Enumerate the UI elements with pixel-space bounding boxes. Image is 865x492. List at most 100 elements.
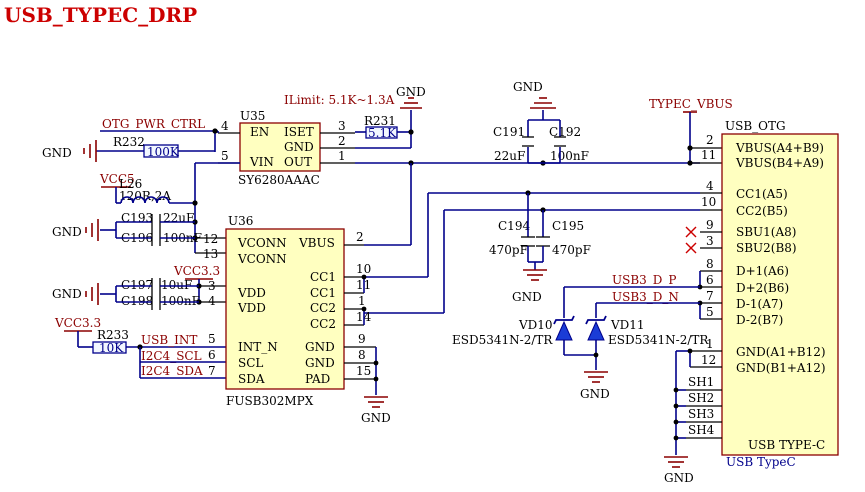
gnd-symbol-r232: [83, 140, 97, 162]
gnd-label-c193: GND: [52, 225, 82, 239]
c191-value: 22uF: [494, 149, 525, 163]
usb-pin-vbus1: VBUS(A4+B9): [735, 141, 824, 155]
usb-num-12: 12: [701, 353, 716, 367]
u36-num-12: 12: [203, 232, 218, 246]
gnd-symbol-usb: [664, 456, 688, 468]
usb-pin-dn1: D-1(A7): [736, 297, 783, 311]
u35-num-en: 4: [221, 119, 229, 133]
net-usb3-d-n: USB3_D_N: [612, 290, 679, 304]
u36-num-10: 10: [356, 262, 371, 276]
usb-num-7: 7: [706, 289, 714, 303]
u36-num-2: 2: [356, 230, 364, 244]
u36-part: FUSB302MPX: [226, 394, 314, 408]
c197-value: 10uF: [161, 278, 192, 292]
c194-ref: C194: [498, 219, 530, 233]
c198-ref: C198: [121, 294, 153, 308]
u36-pin-vdd-1: VDD: [237, 286, 266, 300]
u35-body: [239, 122, 321, 172]
usb-pin-sbu2: SBU2(B8): [736, 241, 797, 255]
usb-num-1: 1: [706, 337, 714, 351]
usb-ref: USB_OTG: [725, 119, 786, 133]
u36-num-1: 1: [358, 294, 366, 308]
c193-ref: C193: [121, 211, 153, 225]
usb-pin-dp1: D+1(A6): [736, 264, 789, 278]
usb-num-11: 11: [701, 148, 716, 162]
net-vcc5: VCC5: [99, 172, 135, 186]
net-i2c4-sda: I2C4_SDA: [141, 364, 203, 378]
u36-num-4: 4: [208, 294, 216, 308]
gnd-label-c194: GND: [512, 290, 542, 304]
u35-num-gnd: 2: [338, 134, 346, 148]
net-i2c4-scl: I2C4_SCL: [141, 349, 202, 363]
u36-num-6: 6: [208, 348, 216, 362]
c192-ref: C192: [549, 125, 581, 139]
u36-num-8: 8: [358, 348, 366, 362]
u36-num-13: 13: [203, 247, 218, 261]
gnd-label-c191: GND: [513, 80, 543, 94]
sbu-no-connect: [685, 226, 697, 254]
usb-num-3: 3: [706, 234, 714, 248]
usb-pin-gnd2: GND(B1+A12): [736, 361, 826, 375]
r231-ref: R231: [364, 114, 396, 128]
l26-ref: L26: [119, 177, 142, 191]
usb-pin-sbu1: SBU1(A8): [736, 225, 796, 239]
gnd-label-usb: GND: [664, 471, 694, 485]
u36-typec-controller: U36 FUSB302MPX VCONN VCONN VDD VDD INT_N…: [208, 214, 376, 408]
usb-shield-3: SH3: [688, 407, 714, 421]
c195-ref: C195: [552, 219, 584, 233]
usb-num-8: 8: [706, 257, 714, 271]
usb-pin-cc1: CC1(A5): [736, 187, 788, 201]
net-typec-vbus: TYPEC_VBUS: [649, 97, 733, 111]
vd11-part: ESD5341N-2/TR: [608, 333, 709, 347]
vd10-part: ESD5341N-2/TR: [452, 333, 553, 347]
usb-pin-vbus2: VBUS(B4+A9): [735, 156, 824, 170]
u35-pin-out: OUT: [284, 155, 312, 169]
u35-pin-vin: VIN: [249, 155, 274, 169]
u36-pin-scl: SCL: [238, 356, 263, 370]
u35-ref: U35: [240, 109, 265, 123]
net-otg-pwr-ctrl: OTG_PWR_CTRL: [102, 117, 205, 131]
u36-pin-int-n: INT_N: [238, 340, 278, 354]
gnd-symbol-esd: [584, 371, 608, 383]
u36-pin-gnd-a: GND: [305, 340, 335, 354]
u35-num-out: 1: [338, 149, 346, 163]
r232-ref: R232: [113, 135, 145, 149]
u36-pin-pad: PAD: [305, 372, 330, 386]
vd10-esd-diode: [553, 315, 575, 341]
net-vcc33-vdd: VCC3.3: [173, 264, 220, 278]
u36-pin-cc2-b: CC2: [310, 317, 336, 331]
c191-c192-caps: [522, 110, 566, 164]
usb-num-10: 10: [701, 195, 716, 209]
vd10-ref: VD10: [518, 318, 553, 332]
r233-value: 10K: [99, 341, 124, 355]
gnd-label-r232: GND: [42, 146, 72, 160]
u35-pin-iset: ISET: [284, 125, 314, 139]
usb-num-9: 9: [706, 218, 714, 232]
c194-value: 470pF: [489, 243, 528, 257]
c195-value: 470pF: [552, 243, 591, 257]
u36-pin-vconn-2: VCONN: [237, 252, 287, 266]
usb-part: USB TYPE-C: [748, 438, 825, 452]
u36-body: [225, 228, 345, 390]
gnd-label-r231: GND: [396, 85, 426, 99]
usb-typec-connector: USB_OTG USB TYPE-C USB TypeC VBUS(A4+B9)…: [686, 119, 839, 469]
gnd-symbol-c191: [530, 97, 556, 109]
usb-pin-dp2: D+2(B6): [736, 281, 789, 295]
u35-num-vin: 5: [221, 149, 229, 163]
u35-pin-gnd: GND: [284, 140, 314, 154]
usb-footprint: USB TypeC: [726, 455, 796, 469]
vd11-ref: VD11: [610, 318, 645, 332]
u36-pin-vbus: VBUS: [298, 236, 335, 250]
usb-num-6: 6: [706, 273, 714, 287]
u35-num-iset: 3: [338, 119, 346, 133]
gnd-label-u36: GND: [361, 411, 391, 425]
gnd-label-esd: GND: [580, 387, 610, 401]
u35-pin-en: EN: [250, 125, 269, 139]
c193-value: 22uF: [163, 211, 194, 225]
net-vcc33-r233: VCC3.3: [54, 316, 101, 330]
usb-pin-gnd1: GND(A1+B12): [736, 345, 826, 359]
usb-num-5: 5: [706, 305, 714, 319]
net-usb-int: USB_INT: [141, 333, 197, 347]
u36-pin-cc1-b: CC1: [310, 286, 336, 300]
